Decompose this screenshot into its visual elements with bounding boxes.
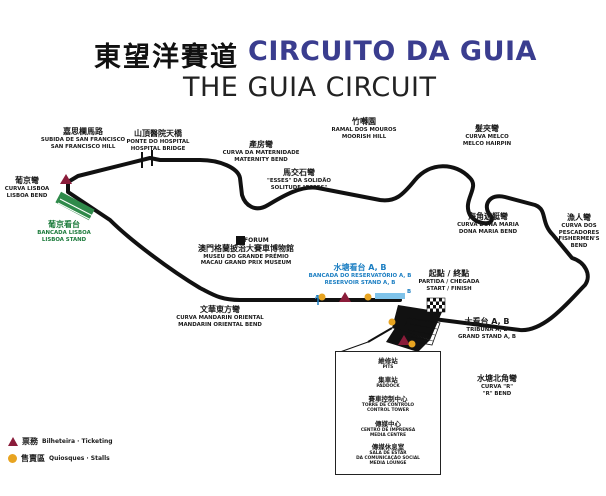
label-grand-stand: 大看台 A, B TRIBUNA A, B GRAND STAND A, B	[457, 317, 517, 340]
label-grand-prix-museum: FORUM 澳門格蘭披治大賽車博物館 MUSEU DO GRANDE PRÉMI…	[198, 237, 294, 266]
map-title-chinese: 東望洋賽道	[94, 42, 239, 73]
reservoir-stand-a-tag: A	[314, 295, 320, 301]
label-fishermens-bend: 漁人彎 CURVA DOS PESCADORES FISHERMEN'S BEN…	[558, 213, 600, 249]
ticket-marker-icon	[339, 292, 351, 302]
reservoir-stand-b-tag: B	[406, 289, 412, 295]
reservoir-stand-marker	[317, 293, 405, 305]
media-centre-item: 傳媒中心 CENTRO DE IMPRENSA MEDIA CENTRE	[360, 420, 416, 439]
legend-stalls: 售賣區 Quiosques · Stalls	[8, 453, 110, 464]
label-r-bend: 水塘北角彎 CURVA "R" "R" BEND	[477, 374, 517, 397]
label-lisboa-bend: 葡京彎 CURVA LISBOA LISBOA BEND	[4, 176, 50, 199]
ticket-marker-icon	[60, 174, 72, 184]
label-solitude-esses: 馬交石彎 "ESSES" DA SOLIDÃO SOLITUDE "ESSES"	[267, 168, 331, 191]
pits-building	[339, 305, 442, 353]
label-start-finish: 起點 / 終點 PARTIDA / CHEGADA START / FINISH	[418, 269, 480, 292]
ticket-triangle-icon	[8, 437, 18, 446]
label-san-francisco-hill: 嘉思欄馬路 SUBIDA DE SAN FRANCISCO SAN FRANCI…	[40, 127, 126, 150]
forum-building	[236, 236, 245, 245]
label-moorish-hill: 竹囀園 RAMAL DOS MOUROS MOORISH HILL	[331, 117, 397, 140]
stall-dot-icon	[8, 454, 17, 463]
stall-marker-icon	[364, 293, 372, 301]
label-hospital-bridge: 山頂醫院天橋 PONTE DO HOSPITAL HOSPITAL BRIDGE	[126, 129, 190, 152]
label-reservoir-stand: 水塘看台 A, B BANCADA DO RESERVATÓRIO A, B R…	[308, 263, 412, 286]
circuit-track	[66, 156, 590, 333]
media-lounge-item: 傳媒休息室 SALA DE ESTAR DA COMUNICAÇÃO SOCIA…	[356, 443, 420, 467]
ticket-marker-icon	[398, 335, 410, 345]
control-tower-item: 賽車控制中心 TORRE DE CONTROLO CONTROL TOWER	[361, 395, 415, 414]
label-dona-maria-bend: 海角遊艇彎 CURVA DONA MARIA DONA MARIA BEND	[457, 212, 519, 235]
map-title-portuguese: CIRCUITO DA GUIA	[248, 36, 537, 67]
hospital-bridge-marker	[141, 150, 153, 168]
grand-stand-marker	[399, 317, 441, 346]
label-mandarin-oriental-bend: 文華東方彎 CURVA MANDARIN ORIENTAL MANDARIN O…	[176, 305, 264, 328]
lisboa-stand-marker	[55, 191, 96, 222]
pits-facilities-box: 維修站 PITS 集車站 PADDOCK 賽車控制中心 TORRE DE CON…	[335, 351, 441, 475]
stall-marker-icon	[388, 318, 396, 326]
start-finish-flag-icon	[426, 297, 446, 313]
stall-marker-icon	[408, 340, 416, 348]
label-lisboa-stand: 葡京看台 BANCADA LISBOA LISBOA STAND	[37, 220, 91, 243]
stall-marker-icon	[318, 293, 326, 301]
legend-ticketing: 票務 Bilheteira · Ticketing	[8, 436, 113, 447]
map-title-english: THE GUIA CIRCUIT	[183, 72, 437, 103]
paddock-item: 集車站 PADDOCK	[376, 376, 400, 389]
label-melco-hairpin: 髮夾彎 CURVA MELCO MELCO HAIRPIN	[462, 124, 512, 147]
pits-item: 維修站 PITS	[378, 357, 398, 370]
label-maternity-bend: 產房彎 CURVA DA MATERNIDADE MATERNITY BEND	[222, 140, 300, 163]
